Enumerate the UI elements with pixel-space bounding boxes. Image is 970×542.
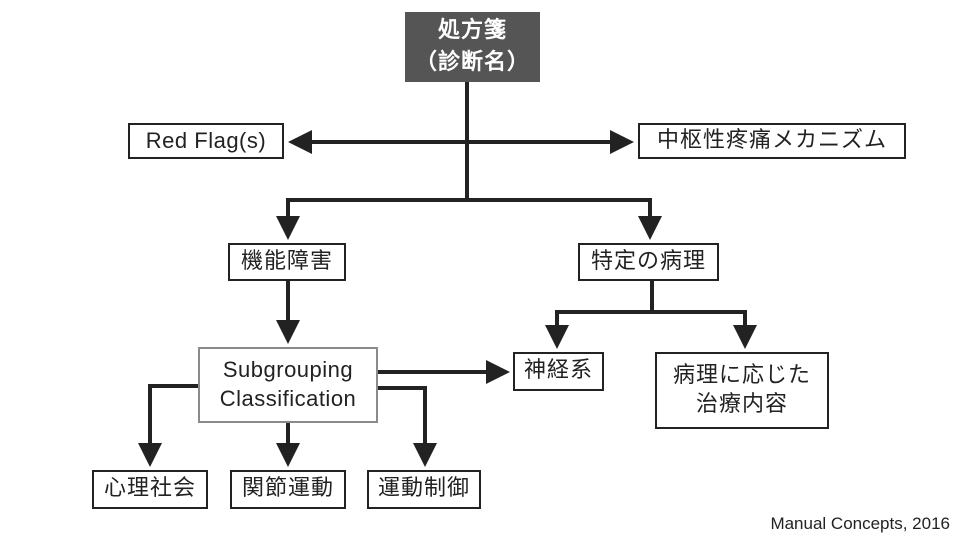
subgrouping-classification-node: Subgrouping Classification	[198, 347, 378, 423]
functional-impairment-node: 機能障害	[228, 243, 346, 281]
root-line1: 処方箋	[437, 18, 507, 44]
joint-movement-label: 関節運動	[241, 476, 334, 502]
psychosocial-node: 心理社会	[92, 470, 208, 509]
nervous-system-node: 神経系	[513, 352, 604, 391]
psychosocial-label: 心理社会	[103, 476, 196, 502]
pathology-treatment-line2: 治療内容	[695, 391, 788, 417]
edge-subgrouping-psychosocial	[138, 384, 198, 467]
red-flags-node: Red Flag(s)	[128, 123, 284, 159]
root-line2: （診断名）	[414, 50, 530, 75]
pathology-treatment-node: 病理に応じた 治療内容	[655, 352, 829, 429]
subgrouping-line2: Classification	[219, 386, 357, 411]
pathology-treatment-line1: 病理に応じた	[672, 362, 811, 388]
central-pain-label: 中枢性疼痛メカニズム	[656, 127, 887, 153]
red-flags-label: Red Flag(s)	[145, 127, 267, 153]
prescription-diagnosis-node: 処方箋 （診断名）	[405, 12, 540, 82]
edge-subgrouping-motor	[378, 386, 437, 467]
source-credit: Manual Concepts, 2016	[770, 514, 950, 533]
motor-control-node: 運動制御	[367, 470, 481, 509]
joint-movement-node: 関節運動	[230, 470, 346, 509]
specific-pathology-node: 特定の病理	[578, 243, 719, 281]
central-pain-node: 中枢性疼痛メカニズム	[638, 123, 906, 159]
subgrouping-line1: Subgrouping	[222, 357, 354, 383]
specific-pathology-label: 特定の病理	[590, 248, 706, 274]
functional-impairment-label: 機能障害	[240, 248, 333, 274]
motor-control-label: 運動制御	[377, 476, 470, 502]
nervous-system-label: 神経系	[523, 358, 593, 384]
